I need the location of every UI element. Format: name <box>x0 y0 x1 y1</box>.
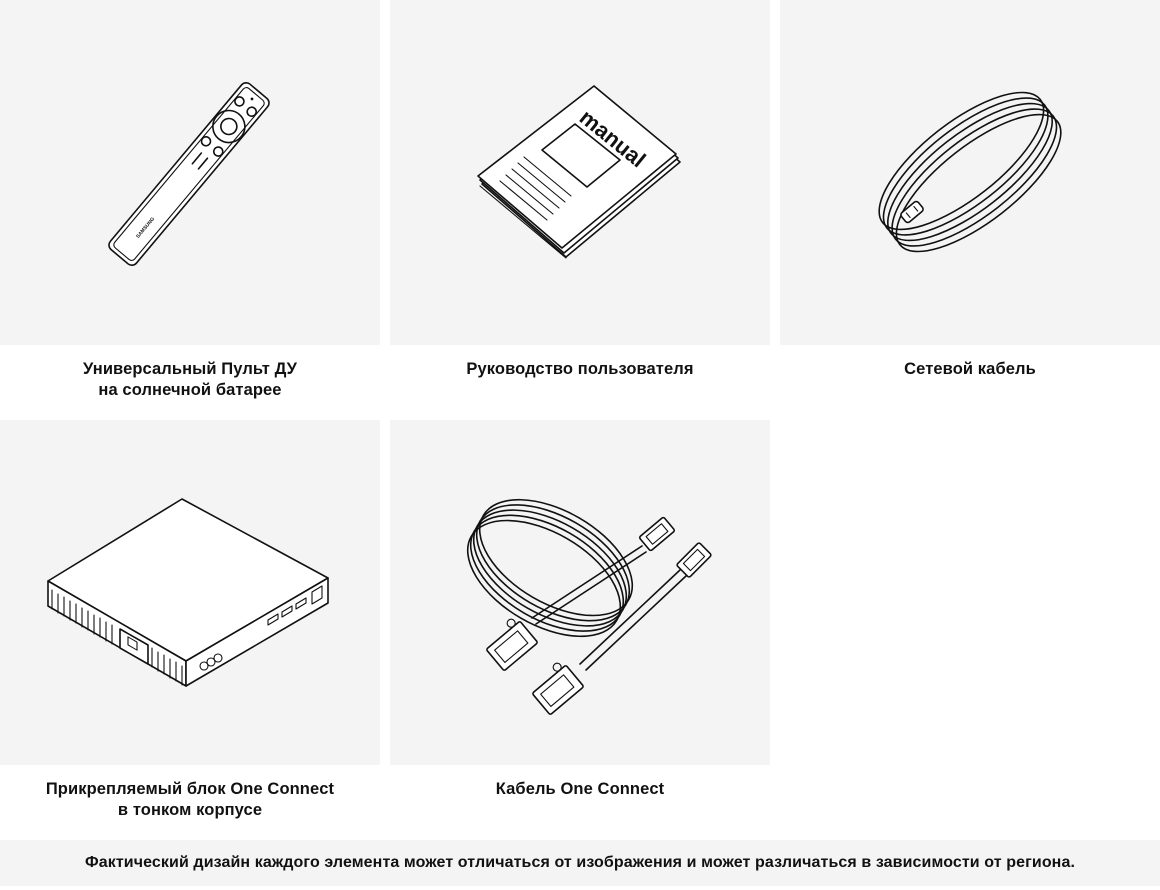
item-caption: Кабель One Connect <box>390 779 770 800</box>
item-one-connect-cable: Кабель One Connect <box>390 420 770 800</box>
caption-line: Универсальный Пульт ДУ <box>83 360 297 378</box>
caption-line: Кабель One Connect <box>495 780 665 798</box>
product-image-tile <box>390 420 770 765</box>
item-caption: Сетевой кабель <box>780 359 1160 380</box>
user-manual-icon: manual <box>477 85 681 259</box>
power-cable-icon <box>878 91 1062 253</box>
disclaimer-note: Фактический дизайн каждого элемента може… <box>0 840 1160 886</box>
one-connect-box-icon <box>47 498 329 687</box>
caption-line: на солнечной батарее <box>98 381 282 399</box>
item-solar-remote: SAMSUNG Универсальный Пульт ДУ на солнеч… <box>0 0 380 401</box>
solar-remote-control-icon: SAMSUNG <box>108 81 270 267</box>
disclaimer-text: Фактический дизайн каждого элемента може… <box>85 854 1075 871</box>
item-caption: Руководство пользователя <box>390 359 770 380</box>
caption-line: Сетевой кабель <box>904 360 1036 378</box>
product-image-tile <box>780 0 1160 345</box>
item-power-cable: Сетевой кабель <box>780 0 1160 380</box>
item-caption: Прикрепляемый блок One Connect в тонком … <box>0 779 380 821</box>
item-caption: Универсальный Пульт ДУ на солнечной бата… <box>0 359 380 401</box>
product-image-tile: manual <box>390 0 770 345</box>
item-one-connect-box: Прикрепляемый блок One Connect в тонком … <box>0 420 380 821</box>
item-user-manual: manual Руководство пользователя <box>390 0 770 380</box>
caption-line: в тонком корпусе <box>117 801 263 819</box>
caption-line: Руководство пользователя <box>466 360 694 378</box>
product-image-tile: SAMSUNG <box>0 0 380 345</box>
one-connect-cable-icon <box>466 498 712 715</box>
caption-line: Прикрепляемый блок One Connect <box>45 780 335 798</box>
product-image-tile <box>0 420 380 765</box>
